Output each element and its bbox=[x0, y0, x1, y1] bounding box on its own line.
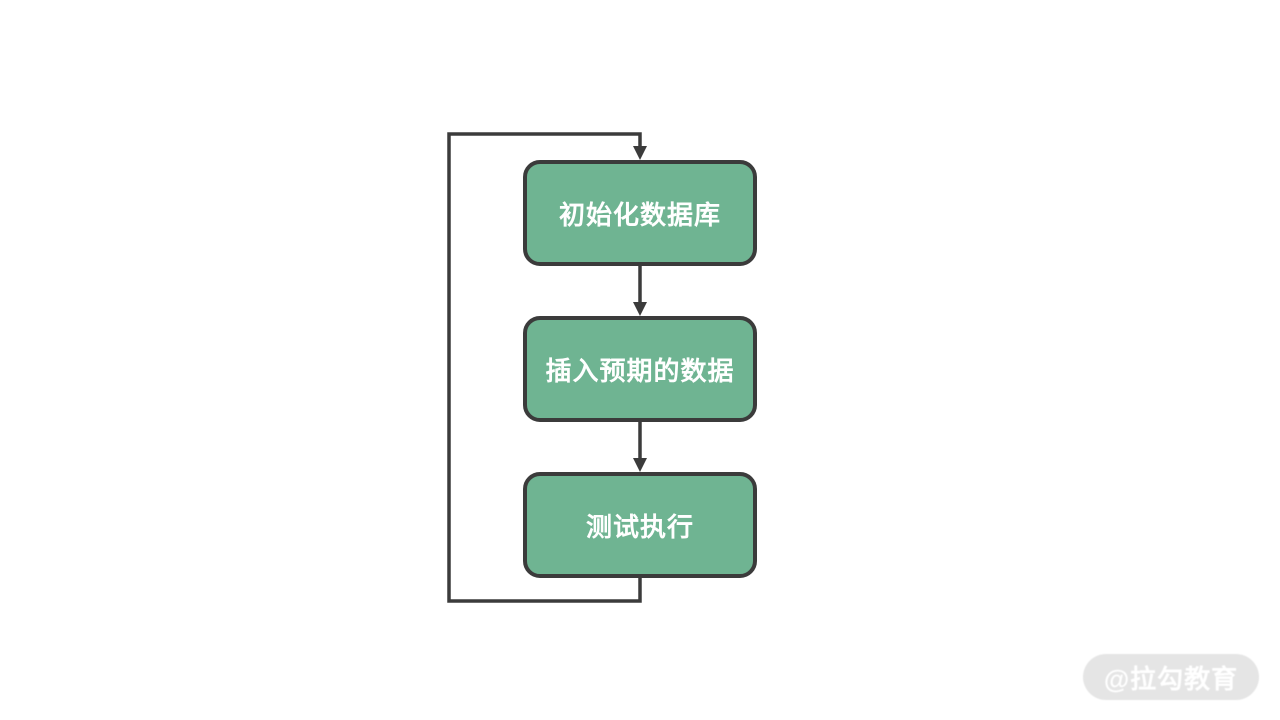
edge-init-to-insert-arrowhead-icon bbox=[633, 302, 647, 316]
loop-back-edge bbox=[447, 132, 642, 603]
node-test-execution: 测试执行 bbox=[523, 472, 757, 578]
edge-insert-to-test-arrowhead-icon bbox=[633, 458, 647, 472]
node-initialize-database: 初始化数据库 bbox=[523, 160, 757, 266]
node-insert-expected-data-label: 插入预期的数据 bbox=[545, 355, 735, 386]
node-insert-expected-data: 插入预期的数据 bbox=[523, 316, 757, 422]
watermark-badge: @拉勾教育 bbox=[1083, 654, 1259, 700]
node-test-execution-label: 测试执行 bbox=[585, 511, 694, 542]
node-initialize-database-label: 初始化数据库 bbox=[558, 199, 721, 230]
loop-back-arrowhead-icon bbox=[633, 146, 647, 160]
watermark-label: @拉勾教育 bbox=[1103, 663, 1239, 694]
